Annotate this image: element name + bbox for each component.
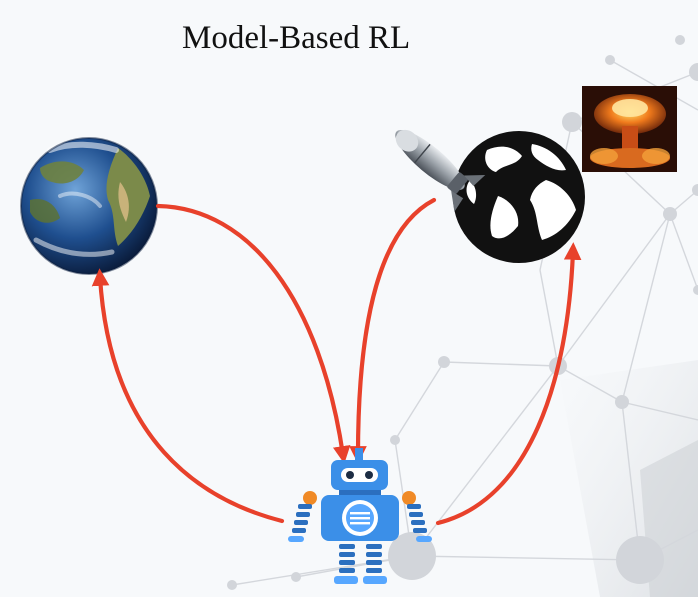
arrow-robot-to-model: [435, 242, 582, 526]
nuclear-explosion-icon: [582, 86, 677, 172]
diagram-title: Model-Based RL: [182, 20, 411, 56]
arrow-robot-to-earth: [91, 268, 285, 524]
earth-globe-icon: [20, 137, 158, 275]
robot-icon: [288, 448, 432, 584]
arrows: [91, 197, 582, 526]
black-globe-icon: [453, 131, 585, 263]
missile-icon: [395, 129, 486, 212]
arrow-earth-to-robot: [155, 203, 351, 464]
arrow-model-to-robot: [349, 197, 437, 464]
background-network: [227, 35, 698, 597]
